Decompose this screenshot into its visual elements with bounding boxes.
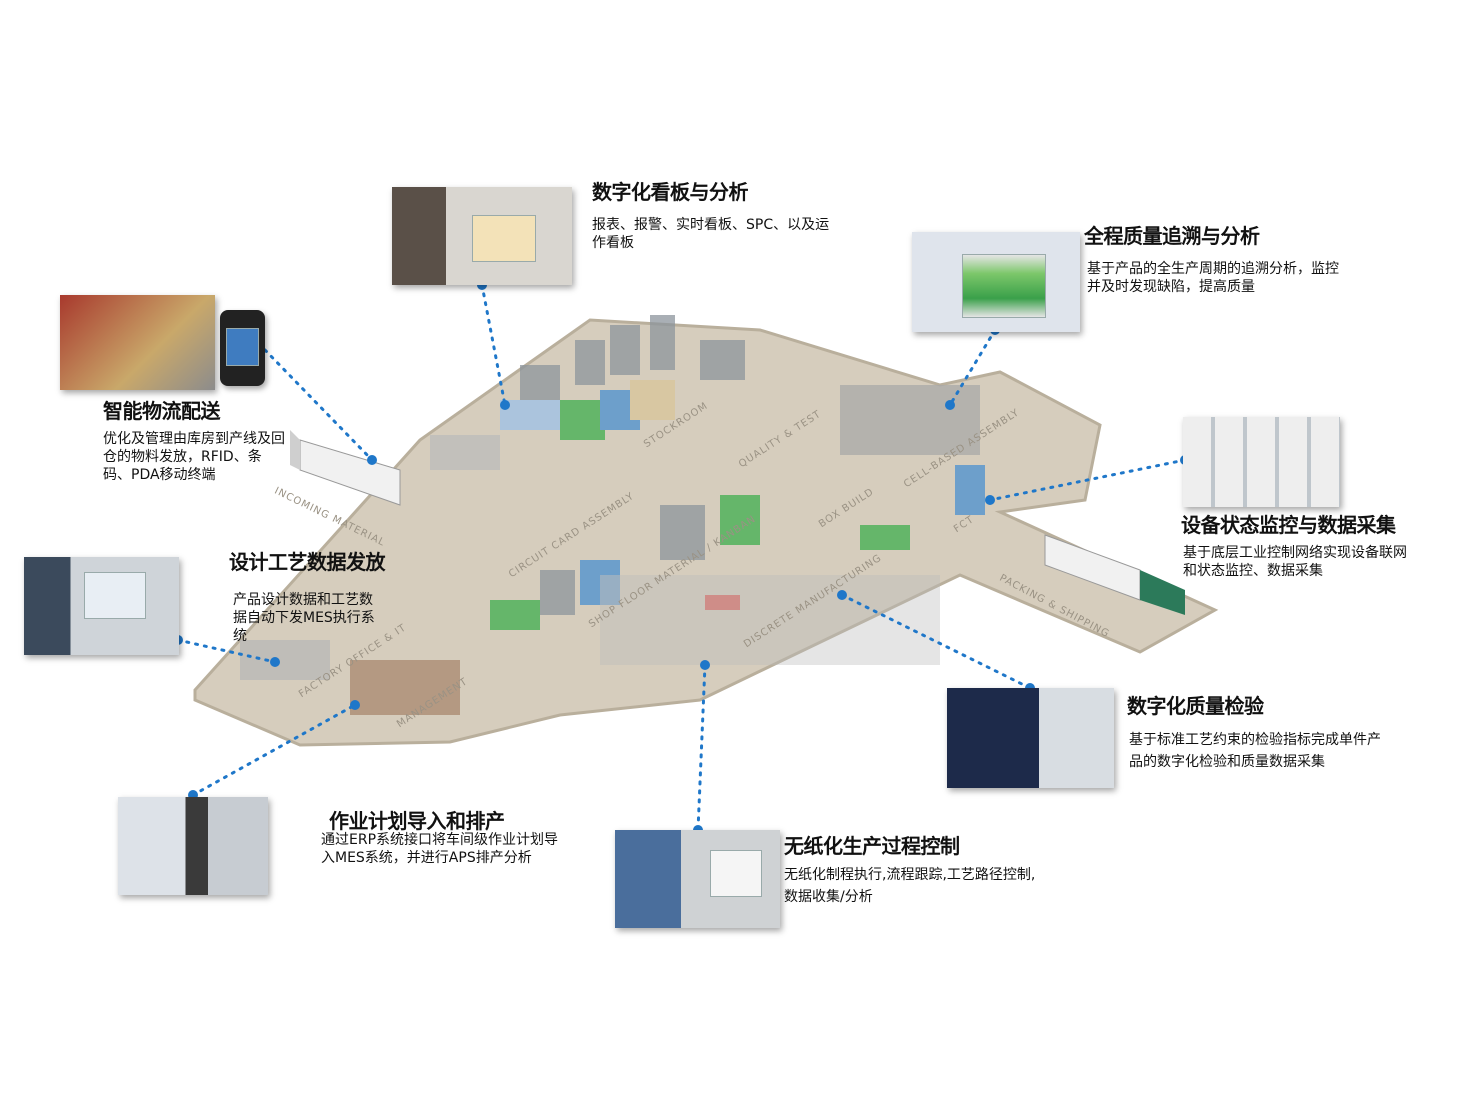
callout-title-paperless: 无纸化生产过程控制 [784, 834, 960, 858]
photo-equipment [1183, 417, 1340, 507]
photo-design-data [24, 557, 179, 655]
monitor-screen [84, 572, 146, 619]
connector-lines [176, 283, 1187, 832]
photo-inspection [947, 688, 1114, 788]
callout-desc-quality-trace: 基于产品的全生产周期的追溯分析，监控并及时发现缺陷，提高质量 [1087, 261, 1339, 295]
callout-desc-equipment: 基于底层工业控制网络实现设备联网和状态监控、数据采集 [1183, 545, 1407, 579]
callout-desc-dashboard: 报表、报警、实时看板、SPC、以及运作看板 [592, 217, 830, 251]
callout-desc-scheduling: 通过ERP系统接口将车间级作业计划导入MES系统，并进行APS排产分析 [321, 832, 559, 866]
photo-quality-trace [912, 232, 1080, 332]
monitor-screen [472, 215, 536, 262]
callout-title-logistics: 智能物流配送 [103, 399, 221, 423]
callout-title-scheduling: 作业计划导入和排产 [329, 809, 505, 833]
photo-dashboard [392, 187, 572, 285]
pda-screen [226, 328, 259, 366]
photo-pda [220, 310, 265, 386]
chart-screen [962, 254, 1046, 318]
photo-scheduling [118, 797, 268, 895]
callout-title-dashboard: 数字化看板与分析 [592, 180, 749, 204]
callout-title-design-data: 设计工艺数据发放 [229, 550, 386, 574]
callout-desc-logistics: 优化及管理由库房到产线及回仓的物料发放，RFID、条码、PDA移动终端 [103, 431, 285, 483]
callout-title-equipment: 设备状态监控与数据采集 [1181, 513, 1396, 537]
truck-shipping [1044, 534, 1185, 615]
monitor-screen [710, 850, 762, 897]
callout-desc-paperless: 无纸化制程执行,流程跟踪,工艺路径控制, 数据收集/分析 [784, 867, 1036, 905]
callout-desc-design-data: 产品设计数据和工艺数据自动下发MES执行系统 [233, 592, 375, 644]
equipment-blocks [240, 315, 985, 715]
photo-paperless [615, 830, 780, 928]
callout-title-inspection: 数字化质量检验 [1127, 694, 1264, 718]
callout-desc-inspection: 基于标准工艺约束的检验指标完成单件产品的数字化检验和质量数据采集 [1129, 732, 1381, 770]
truck-incoming [290, 430, 401, 506]
callout-title-quality-trace: 全程质量追溯与分析 [1084, 224, 1260, 248]
photo-logistics [60, 295, 215, 390]
